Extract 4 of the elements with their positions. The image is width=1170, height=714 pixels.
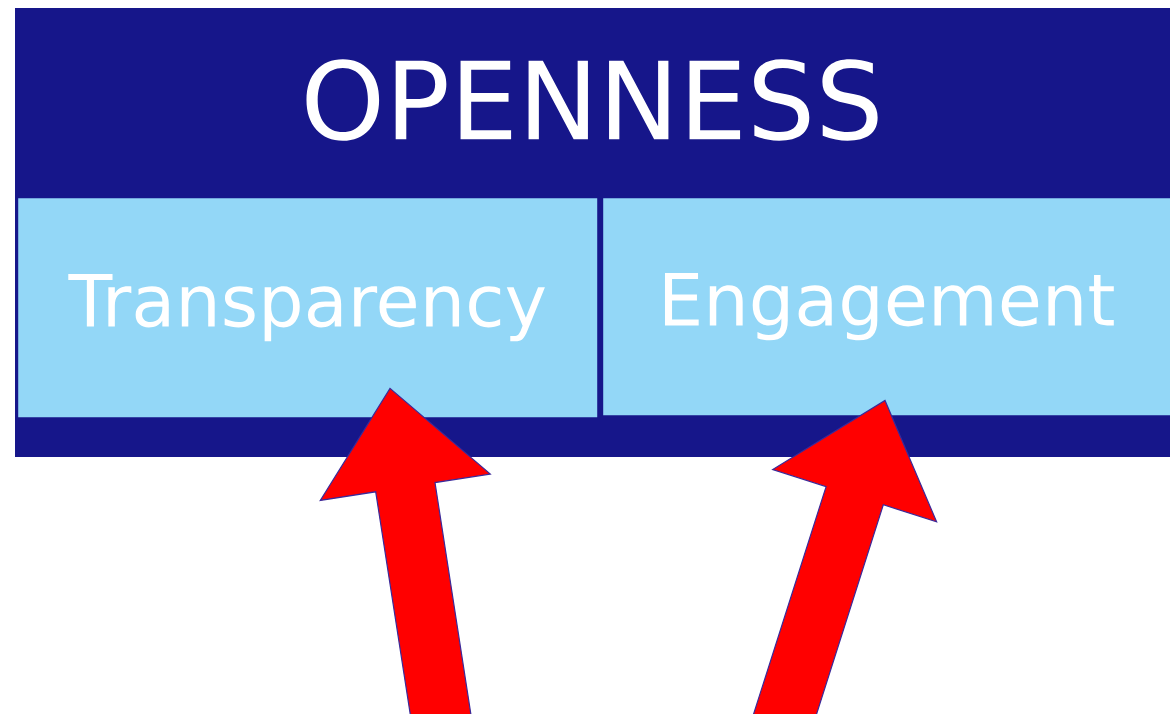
category-box: Transparency bbox=[18, 198, 598, 418]
block-arrow bbox=[750, 399, 938, 714]
category-box: Engagement bbox=[603, 198, 1170, 416]
block-arrow bbox=[319, 387, 492, 714]
